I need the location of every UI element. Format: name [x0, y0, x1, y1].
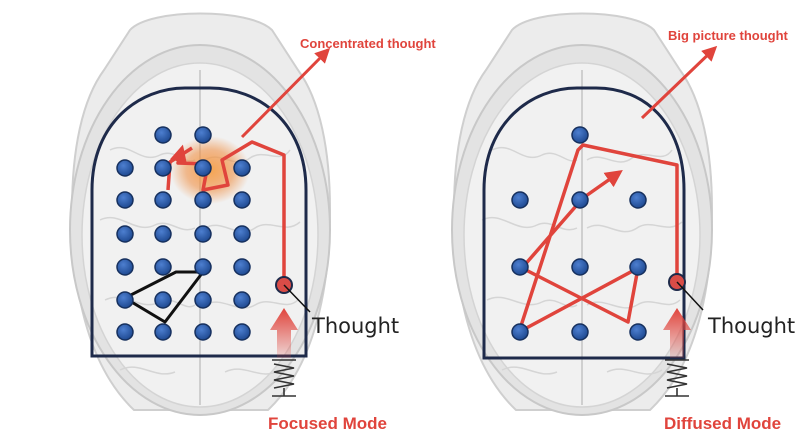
network-node	[629, 323, 647, 341]
network-node	[571, 126, 589, 144]
network-node	[194, 291, 212, 309]
network-node	[116, 323, 134, 341]
focused-mode-frame	[90, 86, 308, 358]
network-node	[629, 191, 647, 209]
diffused-mode-label: Diffused Mode	[664, 414, 781, 433]
network-node	[154, 225, 172, 243]
network-node	[233, 191, 251, 209]
network-node	[571, 323, 589, 341]
network-node	[116, 258, 134, 276]
diffused-thought-path	[517, 143, 679, 334]
focused-thought-pointer	[283, 284, 311, 313]
network-node	[629, 258, 647, 276]
focused-path-branch	[166, 146, 193, 191]
network-node	[194, 225, 212, 243]
network-node	[154, 126, 172, 144]
network-node	[116, 159, 134, 177]
concentrated-thought-label: Concentrated thought	[300, 36, 436, 51]
diffused-thought-pointer	[676, 281, 704, 311]
network-node	[194, 126, 212, 144]
network-node	[511, 258, 529, 276]
diffused-launch-arrow	[663, 308, 691, 358]
network-node	[154, 159, 172, 177]
network-node	[233, 159, 251, 177]
network-node	[154, 323, 172, 341]
network-node	[154, 291, 172, 309]
diffused-thought-label: Thought	[707, 314, 795, 338]
focused-spring-icon	[272, 359, 296, 397]
network-node	[571, 258, 589, 276]
focused-mode-label: Focused Mode	[268, 414, 387, 433]
network-node	[154, 191, 172, 209]
diffused-spring-icon	[665, 359, 689, 397]
diffused-mode-frame	[482, 86, 686, 360]
network-node	[116, 225, 134, 243]
network-node	[116, 291, 134, 309]
focused-node-grid	[116, 126, 251, 341]
diffused-node-grid	[511, 126, 647, 341]
network-node	[194, 323, 212, 341]
network-node	[511, 191, 529, 209]
network-node	[194, 159, 212, 177]
network-node	[233, 291, 251, 309]
network-node	[571, 191, 589, 209]
network-node	[194, 258, 212, 276]
network-node	[511, 323, 529, 341]
network-node	[233, 225, 251, 243]
network-node	[116, 191, 134, 209]
focused-mode-diagram: Concentrated thought Thought Focused Mod…	[69, 12, 436, 433]
focused-thought-path	[169, 140, 286, 285]
network-node	[154, 258, 172, 276]
network-node	[194, 191, 212, 209]
focused-thought-label: Thought	[311, 314, 399, 338]
concentrated-thought-arrow	[240, 47, 331, 139]
network-node	[233, 258, 251, 276]
focused-launch-arrow	[270, 308, 298, 358]
diffused-mode-diagram: Big picture thought Thought Diffused Mod…	[451, 12, 795, 433]
network-node	[233, 323, 251, 341]
big-picture-thought-arrow	[640, 45, 718, 120]
big-picture-thought-label: Big picture thought	[668, 28, 789, 43]
